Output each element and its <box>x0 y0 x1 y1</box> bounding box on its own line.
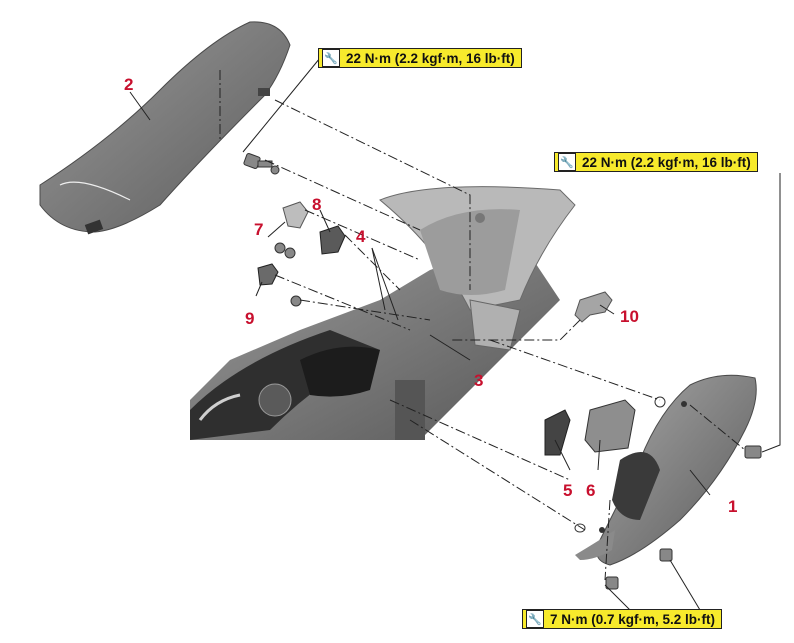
callout-2: 2 <box>124 75 134 94</box>
callout-4: 4 <box>356 227 366 246</box>
rear-frame-assembly <box>190 186 576 440</box>
bracket-10 <box>574 291 613 323</box>
callout-6: 6 <box>586 481 596 500</box>
torque-spec-side-cover-lower-bolt: 🔧 7 N·m (0.7 kgf·m, 5.2 lb·ft) <box>522 609 723 629</box>
bracket-5 <box>544 409 571 456</box>
callout-3: 3 <box>474 371 484 390</box>
callout-7: 7 <box>254 220 264 239</box>
callout-10: 10 <box>620 307 639 326</box>
bolts <box>243 153 762 590</box>
callout-1: 1 <box>728 497 738 516</box>
torque-spec-side-cover-upper-bolt: 🔧 22 N·m (2.2 kgf·m, 16 lb·ft) <box>554 152 758 172</box>
leader-lines <box>219 70 746 581</box>
torque-spec-label: 7 N·m (0.7 kgf·m, 5.2 lb·ft) <box>550 611 716 627</box>
callout-9: 9 <box>245 309 255 328</box>
torque-spec-label: 22 N·m (2.2 kgf·m, 16 lb·ft) <box>582 154 751 170</box>
callout-5: 5 <box>563 481 573 500</box>
torque-wrench-icon: 🔧 <box>558 153 576 171</box>
torque-wrench-icon: 🔧 <box>322 49 340 67</box>
relay-6 <box>584 399 636 453</box>
relay-9 <box>257 263 279 286</box>
callout-8: 8 <box>312 195 322 214</box>
torque-wrench-icon: 🔧 <box>526 610 544 628</box>
relay-8 <box>319 225 346 255</box>
pointer-lines <box>129 57 781 611</box>
torque-spec-seat-bolt: 🔧 22 N·m (2.2 kgf·m, 16 lb·ft) <box>318 48 522 68</box>
side-cover <box>575 374 757 566</box>
bracket-7 <box>282 201 309 229</box>
seat <box>39 21 291 235</box>
torque-spec-label: 22 N·m (2.2 kgf·m, 16 lb·ft) <box>346 50 515 66</box>
